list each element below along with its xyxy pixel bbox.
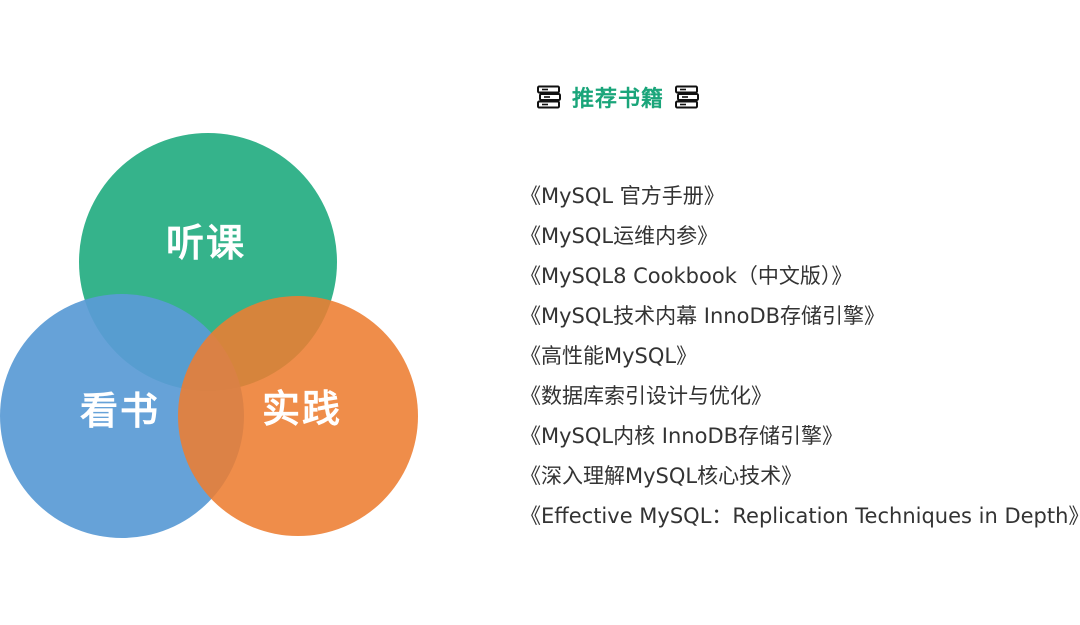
book-item: 《数据库索引设计与优化》	[520, 384, 772, 408]
book-item: 《Effective MySQL：Replication Techniques …	[520, 504, 1080, 528]
book-item: 《高性能MySQL》	[520, 344, 698, 368]
book-item: 《深入理解MySQL核心技术》	[520, 464, 803, 488]
book-stack-icon	[537, 85, 561, 109]
books-title: 推荐书籍	[572, 87, 665, 112]
circle-practice	[178, 296, 418, 536]
circle-label-read: 看书	[80, 389, 160, 433]
circle-read	[0, 294, 244, 538]
book-item: 《MySQL8 Cookbook（中文版）》	[520, 264, 853, 288]
book-item: 《MySQL 官方手册》	[520, 184, 725, 208]
circle-label-practice: 实践	[262, 387, 342, 431]
book-stack-icon	[675, 85, 700, 109]
book-item: 《MySQL运维内参》	[520, 224, 719, 248]
books-header: 推荐书籍	[536, 80, 700, 114]
circle-label-listen: 听课	[166, 221, 246, 265]
book-list: 《MySQL 官方手册》 《MySQL运维内参》 《MySQL8 Cookboo…	[520, 176, 1080, 536]
book-item: 《MySQL内核 InnoDB存储引擎》	[520, 424, 844, 448]
book-item: 《MySQL技术内幕 InnoDB存储引擎》	[520, 304, 886, 328]
